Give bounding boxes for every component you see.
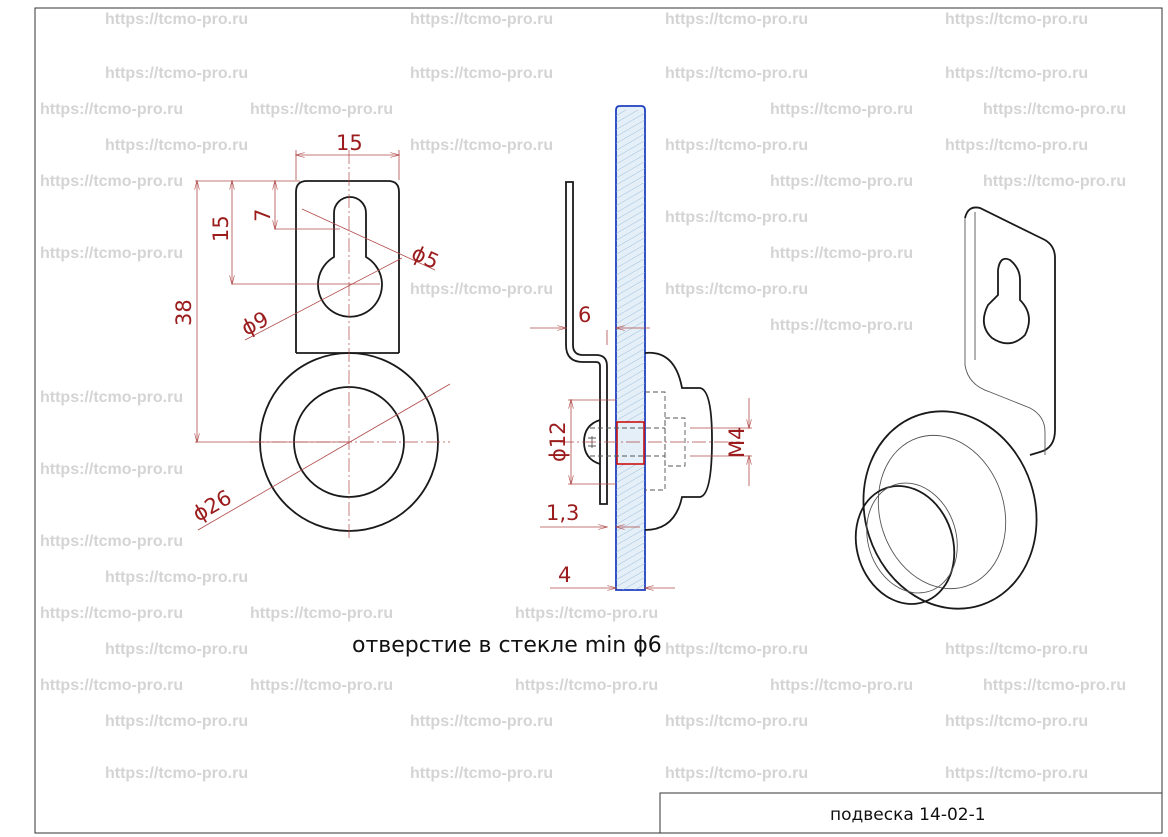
watermark-text: https://tcmo-pro.ru [945, 11, 1088, 28]
watermark-text: https://tcmo-pro.ru [410, 11, 553, 28]
watermark-text: https://tcmo-pro.ru [410, 713, 553, 730]
watermark-text: https://tcmo-pro.ru [250, 101, 393, 118]
caption-glass-hole: отверстие в стекле min ϕ6 [352, 633, 662, 658]
bracket-plate [295, 180, 400, 353]
watermark-text: https://tcmo-pro.ru [105, 765, 248, 782]
watermark-text: https://tcmo-pro.ru [250, 677, 393, 694]
dim-4: 4 [558, 563, 571, 587]
watermark-text: https://tcmo-pro.ru [40, 245, 183, 262]
dim-dia26: ϕ26 [189, 485, 236, 526]
dim-15: 15 [209, 215, 233, 242]
watermark-text: https://tcmo-pro.ru [515, 605, 658, 622]
watermark-text: https://tcmo-pro.ru [770, 173, 913, 190]
watermark-text: https://tcmo-pro.ru [40, 389, 183, 406]
watermark-text: https://tcmo-pro.ru [665, 281, 808, 298]
watermark-text: https://tcmo-pro.ru [770, 677, 913, 694]
watermark-text: https://tcmo-pro.ru [40, 101, 183, 118]
drawing-frame [34, 7, 1163, 834]
watermark-text: https://tcmo-pro.ru [105, 641, 248, 658]
dim-6: 6 [578, 303, 591, 327]
dim-dia9: ϕ9 [237, 307, 272, 341]
watermark-text: https://tcmo-pro.ru [410, 137, 553, 154]
bracket-plate-3d [964, 206, 1056, 456]
watermark-text: https://tcmo-pro.ru [410, 65, 553, 82]
watermark-text: https://tcmo-pro.ru [983, 173, 1126, 190]
watermark-text: https://tcmo-pro.ru [945, 641, 1088, 658]
dim-width: 15 [336, 131, 363, 155]
dim-dia5: ϕ5 [408, 241, 443, 274]
watermark-text: https://tcmo-pro.ru [945, 137, 1088, 154]
watermark-text: https://tcmo-pro.ru [105, 569, 248, 586]
watermark-text: https://tcmo-pro.ru [665, 765, 808, 782]
watermark-layer: https://tcmo-pro.ru https://tcmo-pro.ru ht… [40, 11, 1126, 782]
dim-38: 38 [172, 299, 196, 326]
watermark-text: https://tcmo-pro.ru [40, 461, 183, 478]
part-name: подвеска 14-02-1 [830, 805, 986, 825]
watermark-text: https://tcmo-pro.ru [40, 677, 183, 694]
watermark-text: https://tcmo-pro.ru [983, 101, 1126, 118]
watermark-text: https://tcmo-pro.ru [515, 677, 658, 694]
front-view: 15 7 15 38 ϕ5 ϕ9 ϕ26 [172, 131, 451, 540]
watermark-text: https://tcmo-pro.ru [40, 533, 183, 550]
watermark-text: https://tcmo-pro.ru [770, 245, 913, 262]
bracket-side [565, 181, 608, 505]
watermark-text: https://tcmo-pro.ru [105, 713, 248, 730]
keyhole-slot [317, 196, 383, 318]
watermark-text: https://tcmo-pro.ru [665, 11, 808, 28]
knob-cap-3d [854, 485, 956, 605]
keyhole-3d [982, 257, 1030, 345]
knob-side [644, 351, 713, 531]
side-view: 6 ϕ12 M4 1,3 4 [530, 105, 752, 591]
isometric-view [854, 206, 1056, 610]
watermark-text: https://tcmo-pro.ru [665, 65, 808, 82]
watermark-text: https://tcmo-pro.ru [770, 317, 913, 334]
watermark-text: https://tcmo-pro.ru [665, 641, 808, 658]
watermark-text: https://tcmo-pro.ru [983, 677, 1126, 694]
knob-base-3d [862, 410, 1038, 610]
glass-hole [616, 421, 645, 465]
dim-m4: M4 [725, 427, 749, 458]
watermark-text: https://tcmo-pro.ru [250, 605, 393, 622]
title-block: подвеска 14-02-1 [659, 792, 1162, 833]
watermark-text: https://tcmo-pro.ru [665, 713, 808, 730]
dim-1-3: 1,3 [546, 501, 579, 525]
watermark-text: https://tcmo-pro.ru [105, 65, 248, 82]
dim-7: 7 [251, 209, 275, 222]
watermark-text: https://tcmo-pro.ru [665, 137, 808, 154]
watermark-text: https://tcmo-pro.ru [40, 173, 183, 190]
dim-dia12: ϕ12 [546, 421, 570, 462]
watermark-text: https://tcmo-pro.ru [105, 137, 248, 154]
watermark-text: https://tcmo-pro.ru [770, 101, 913, 118]
watermark-text: https://tcmo-pro.ru [665, 209, 808, 226]
watermark-text: https://tcmo-pro.ru [945, 713, 1088, 730]
watermark-text: https://tcmo-pro.ru [40, 605, 183, 622]
watermark-text: https://tcmo-pro.ru [410, 281, 553, 298]
watermark-text: https://tcmo-pro.ru [945, 65, 1088, 82]
watermark-text: https://tcmo-pro.ru [945, 765, 1088, 782]
watermark-text: https://tcmo-pro.ru [410, 765, 553, 782]
watermark-text: https://tcmo-pro.ru [105, 11, 248, 28]
